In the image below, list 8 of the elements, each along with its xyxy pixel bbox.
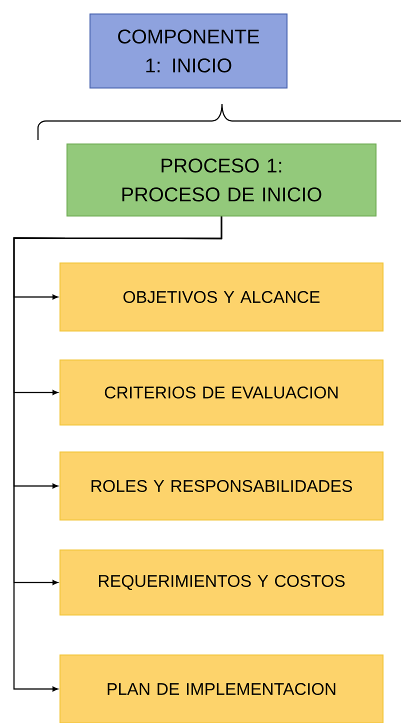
process-box: PLAN DE IMPLEMENTACION xyxy=(60,654,384,723)
process-box: PROCESO 1: PROCESO DE INICIO xyxy=(66,144,376,216)
process-box: OBJETIVOS Y ALCANCE xyxy=(60,262,384,332)
process-box: REQUERIMIENTOS Y COSTOS xyxy=(60,550,384,616)
process-box: COMPONENTE 1: INICIO xyxy=(90,14,288,88)
process-box: CRITERIOS DE EVALUACION xyxy=(60,360,384,426)
arrow xyxy=(13,216,222,692)
process-box: ROLES Y RESPONSABILIDADES xyxy=(60,452,384,520)
